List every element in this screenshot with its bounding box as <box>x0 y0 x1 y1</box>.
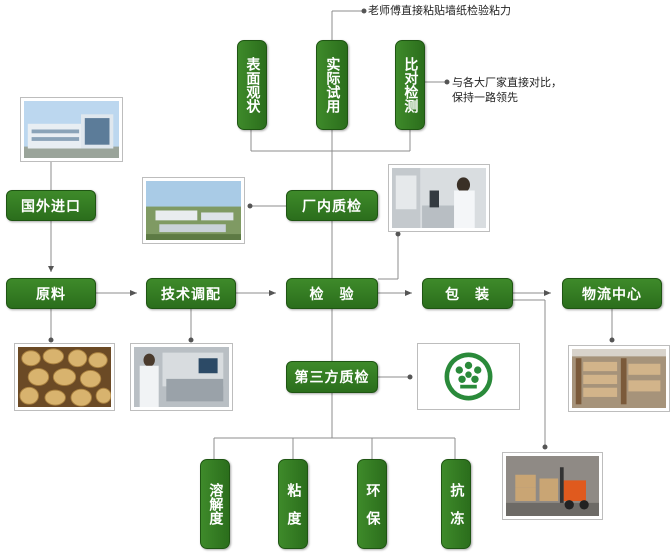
lab-photo <box>388 164 490 232</box>
certification-logo <box>417 343 520 410</box>
tech-mix-box: 技术调配 <box>146 278 236 309</box>
test-solubility: 溶解度 <box>200 459 230 549</box>
test-viscosity: 粘 度 <box>278 459 308 549</box>
test-eco: 环 保 <box>357 459 387 549</box>
test-surface-appearance: 表面观状 <box>237 40 267 130</box>
factory-qc-box: 厂内质检 <box>286 190 378 221</box>
logistics-box: 物流中心 <box>562 278 662 309</box>
test-actual-trial: 实际试用 <box>316 40 348 130</box>
test-antifreeze: 抗 冻 <box>441 459 471 549</box>
note-compare-line1: 与各大厂家直接对比， <box>452 76 562 89</box>
warehouse-photo <box>568 345 670 412</box>
import-box: 国外进口 <box>6 190 96 221</box>
forklift-photo <box>502 452 603 520</box>
potatoes-photo <box>14 343 115 411</box>
test-comparison: 比对检测 <box>395 40 425 130</box>
factory-aerial-photo <box>142 177 245 244</box>
packaging-box: 包 装 <box>422 278 513 309</box>
third-party-qc-box: 第三方质检 <box>286 361 378 393</box>
note-compare: 与各大厂家直接对比， 保持一路领先 <box>452 75 562 105</box>
machine-photo <box>130 343 233 411</box>
note-wallpaper-test: 老师傅直接粘贴墙纸检验粘力 <box>368 4 511 17</box>
inspection-box: 检 验 <box>286 278 378 309</box>
raw-material-box: 原料 <box>6 278 96 309</box>
factory-building-photo <box>20 97 123 162</box>
note-compare-line2: 保持一路领先 <box>452 91 518 104</box>
